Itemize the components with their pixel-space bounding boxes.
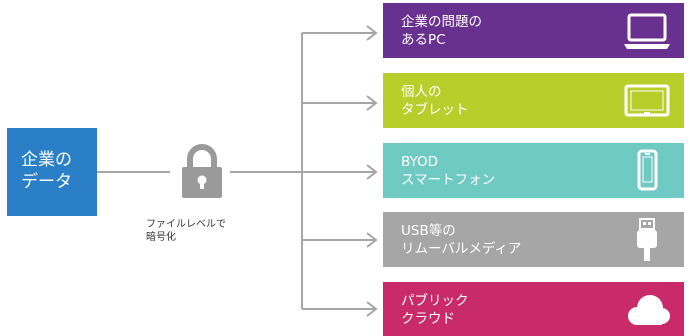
destination-usb: USB等の リムーバルメディア <box>383 212 684 267</box>
destination-byod: BYOD スマートフォン <box>383 143 684 198</box>
destination-tablet-line2: タブレット <box>401 102 469 118</box>
destination-byod-line1: BYOD <box>401 154 439 170</box>
usb-drive-icon <box>637 218 657 261</box>
smartphone-icon <box>637 149 658 191</box>
destination-usb-line1: USB等の <box>401 223 456 239</box>
destination-pc: 企業の問題の あるPC <box>383 3 684 58</box>
tablet-icon <box>624 84 670 117</box>
lock-caption-line2: 暗号化 <box>146 232 176 243</box>
destination-usb-line2: リムーバルメディア <box>401 241 522 257</box>
lock-caption-line1: ファイルレベルで <box>146 219 226 230</box>
arrowhead-pc <box>366 25 378 41</box>
destination-cloud-line1: パブリック <box>401 293 469 309</box>
destination-cloud-line2: クラウド <box>401 311 455 327</box>
arrowhead-byod <box>366 164 378 180</box>
arrowhead-tablet <box>366 95 378 111</box>
destination-cloud: パブリック クラウド <box>383 282 684 336</box>
destination-byod-line2: スマートフォン <box>401 172 496 188</box>
arrowhead-cloud <box>366 301 378 317</box>
arrowhead-usb <box>366 232 378 248</box>
source-data-box: 企業の データ <box>7 128 97 216</box>
destination-tablet: 個人の タブレット <box>383 73 684 128</box>
destination-pc-line1: 企業の問題の <box>401 14 482 30</box>
lock-caption: ファイルレベルで 暗号化 <box>146 218 226 244</box>
cloud-icon <box>628 295 670 325</box>
source-label-line2: データ <box>21 172 72 192</box>
laptop-icon <box>624 13 670 49</box>
destination-tablet-line1: 個人の <box>401 84 442 100</box>
source-label-line1: 企業の <box>21 150 72 170</box>
padlock-icon <box>182 144 222 198</box>
destination-pc-line2: あるPC <box>401 32 446 48</box>
